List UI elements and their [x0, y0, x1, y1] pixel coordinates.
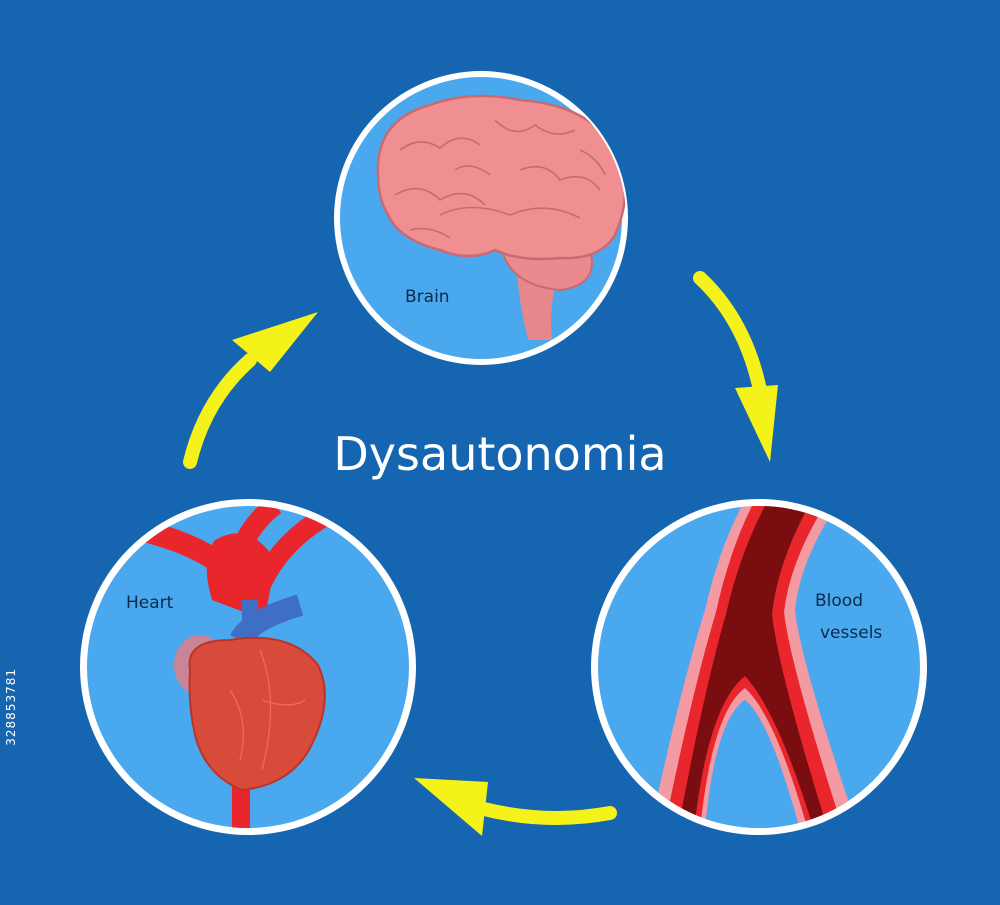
brain-label: Brain — [405, 287, 450, 307]
heart-label: Heart — [126, 593, 174, 613]
brain-node: Brain — [334, 71, 628, 365]
blood-vessels-node: Blood vessels — [591, 499, 927, 835]
arrow-vessels-to-heart — [414, 778, 617, 836]
blood-vessel-icon — [650, 506, 855, 828]
brain-icon — [376, 94, 626, 340]
diagram-title: Dysautonomia — [333, 427, 666, 481]
blood-vessels-label-line2: vessels — [820, 623, 882, 643]
heart-node: Heart — [80, 499, 416, 835]
stock-id: 328853781 — [4, 668, 18, 746]
arrow-heart-to-brain — [183, 312, 318, 469]
blood-vessels-label-line1: Blood — [815, 591, 863, 611]
arrow-brain-to-vessels — [693, 271, 778, 462]
